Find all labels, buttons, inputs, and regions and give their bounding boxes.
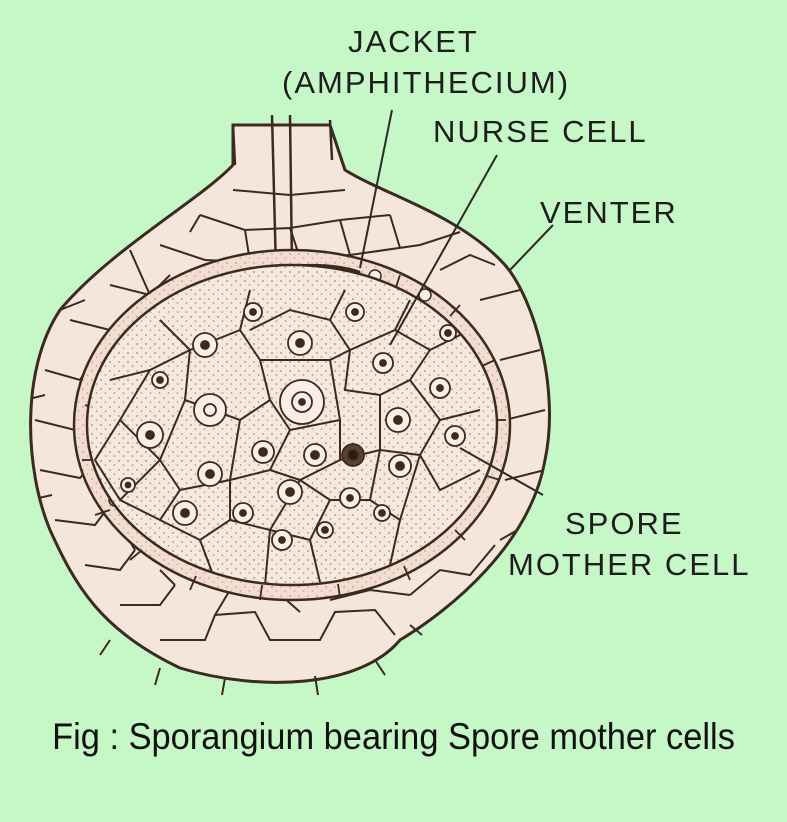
- venter-leader: [509, 224, 554, 271]
- label-amphithecium: (AMPHITHECIUM): [282, 65, 571, 100]
- label-venter: VENTER: [540, 195, 678, 230]
- nurse-cell-leader: [389, 154, 498, 346]
- label-leaders: [359, 109, 554, 496]
- jacket-leader: [359, 109, 393, 269]
- label-nurse-cell: NURSE CELL: [433, 114, 648, 149]
- spore-mother-cell-leader: [459, 447, 544, 496]
- label-mother-cell: MOTHER CELL: [508, 547, 751, 582]
- label-jacket: JACKET: [348, 24, 479, 59]
- figure-caption: Fig : Sporangium bearing Spore mother ce…: [52, 716, 735, 757]
- label-spore: SPORE: [565, 506, 684, 541]
- neck: [231, 114, 334, 271]
- sporogenous-tissue: [85, 263, 499, 587]
